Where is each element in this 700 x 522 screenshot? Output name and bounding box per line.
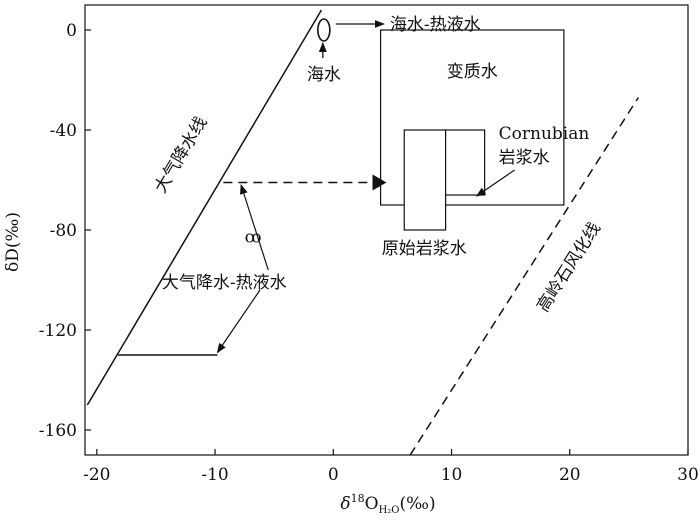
x-tick-label: 10	[441, 465, 463, 485]
x-axis-title-tail: (‰)	[400, 494, 436, 514]
y-tick-label: -40	[50, 121, 77, 141]
x-axis-title-sup: 18	[351, 492, 365, 505]
y-tick-label: -80	[50, 221, 77, 241]
cornubian-label-line1: Cornubian	[499, 124, 590, 144]
y-axis-title: δD(‰)	[3, 212, 23, 272]
small-mark: ꝏ	[245, 228, 262, 248]
y-tick-label: -120	[39, 321, 77, 341]
region-primary-magmatic	[403, 129, 447, 231]
meteoric-line-label: 大气降水线	[151, 113, 212, 196]
seawater-marker	[317, 18, 331, 42]
x-tick-label: 20	[559, 465, 581, 485]
line-group	[86, 9, 639, 455]
line-kaolinite	[409, 97, 639, 455]
region-metamorphic	[379, 29, 565, 206]
meteoric-arrow-upper	[240, 184, 269, 271]
x-axis-title-sub: H₂O	[379, 505, 400, 516]
y-tick-label: 0	[66, 21, 77, 41]
primary-magmatic-label: 原始岩浆水	[382, 239, 467, 259]
x-axis-title: δ18OH₂O(‰)	[340, 492, 435, 516]
x-tick-label: -20	[83, 465, 110, 485]
metamorphic-label: 变质水	[447, 62, 498, 82]
x-axis-title-main: δ	[340, 494, 350, 514]
region-cornubian	[445, 129, 486, 196]
seawater-hydrothermal-label: 海水-热液水	[390, 15, 481, 35]
meteoric-arrow-lower	[216, 289, 261, 354]
line-meteoric	[86, 9, 323, 406]
x-axis-title-base: O	[365, 494, 379, 514]
kaolinite-line-label: 高岭石风化线	[533, 219, 605, 316]
mixing-arrowhead	[372, 174, 387, 191]
x-tick-label: -10	[201, 465, 228, 485]
y-tick-label: -160	[39, 421, 77, 441]
seawater-label: 海水	[307, 65, 341, 85]
meteoric-hydrothermal-label: 大气降水-热液水	[162, 273, 287, 293]
x-tick-label: 0	[328, 465, 339, 485]
x-tick-label: 30	[677, 465, 699, 485]
cornubian-arrow	[475, 169, 515, 197]
cornubian-label-line2: 岩浆水	[499, 148, 550, 168]
plot-area: -20 -10 0 10 20 30 0 -40 -80 -120 -160 海水 海水-热液水变质水原…	[39, 4, 699, 485]
